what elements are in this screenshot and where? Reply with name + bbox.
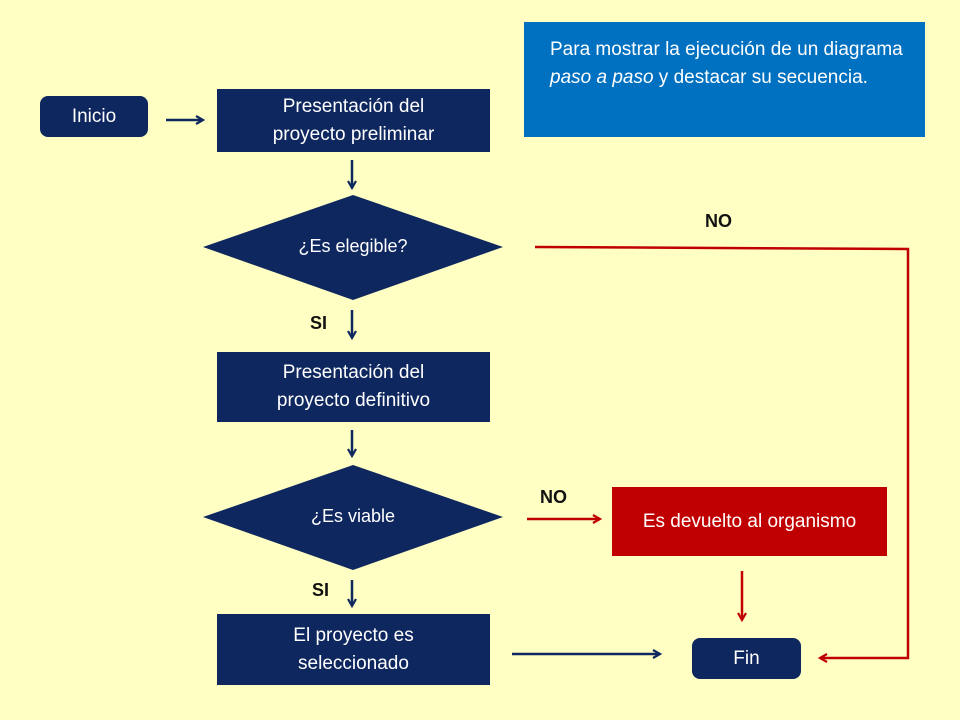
devuelto-node: Es devuelto al organismo [612, 487, 887, 556]
no-label-elegible: NO [705, 211, 732, 231]
definitivo-label-line1: Presentación del [282, 362, 425, 383]
devuelto-label: Es devuelto al organismo [642, 510, 857, 532]
inicio-label: Inicio [71, 105, 117, 127]
preliminar-node: Presentación del proyecto preliminar [217, 89, 490, 152]
si-label-elegible: SI [310, 313, 328, 333]
seleccionado-label-line1: El proyecto es [293, 624, 414, 646]
no-label-viable: NO [540, 487, 567, 507]
seleccionado-node: El proyecto es seleccionado [217, 614, 490, 685]
fin-label: Fin [733, 647, 760, 669]
inicio-node: Inicio [40, 96, 148, 137]
elegible-label: ¿Es elegible? [298, 236, 408, 256]
note-text-emphasis: paso a paso [550, 67, 654, 88]
preliminar-label-line2: proyecto preliminar [272, 123, 435, 145]
elegible-diamond [203, 195, 503, 300]
si-label-viable: SI [312, 580, 330, 600]
viable-label: ¿Es viable [310, 506, 396, 526]
definitivo-label-line2: proyecto definitivo [276, 390, 431, 411]
arrow-elegible-no [534, 245, 910, 658]
note-text-part2: y destacar su secuencia. [653, 67, 868, 88]
seleccionado-label-line2: seleccionado [298, 652, 409, 674]
preliminar-label-line1: Presentación del [282, 95, 425, 117]
viable-diamond [203, 465, 503, 570]
explanation-note: Para mostrar la ejecución de un diagrama… [524, 22, 925, 137]
definitivo-node: Presentación del proyecto definitivo [217, 352, 490, 422]
fin-node: Fin [692, 638, 801, 679]
note-text-part1: Para mostrar la ejecución de un diagrama [550, 39, 903, 60]
